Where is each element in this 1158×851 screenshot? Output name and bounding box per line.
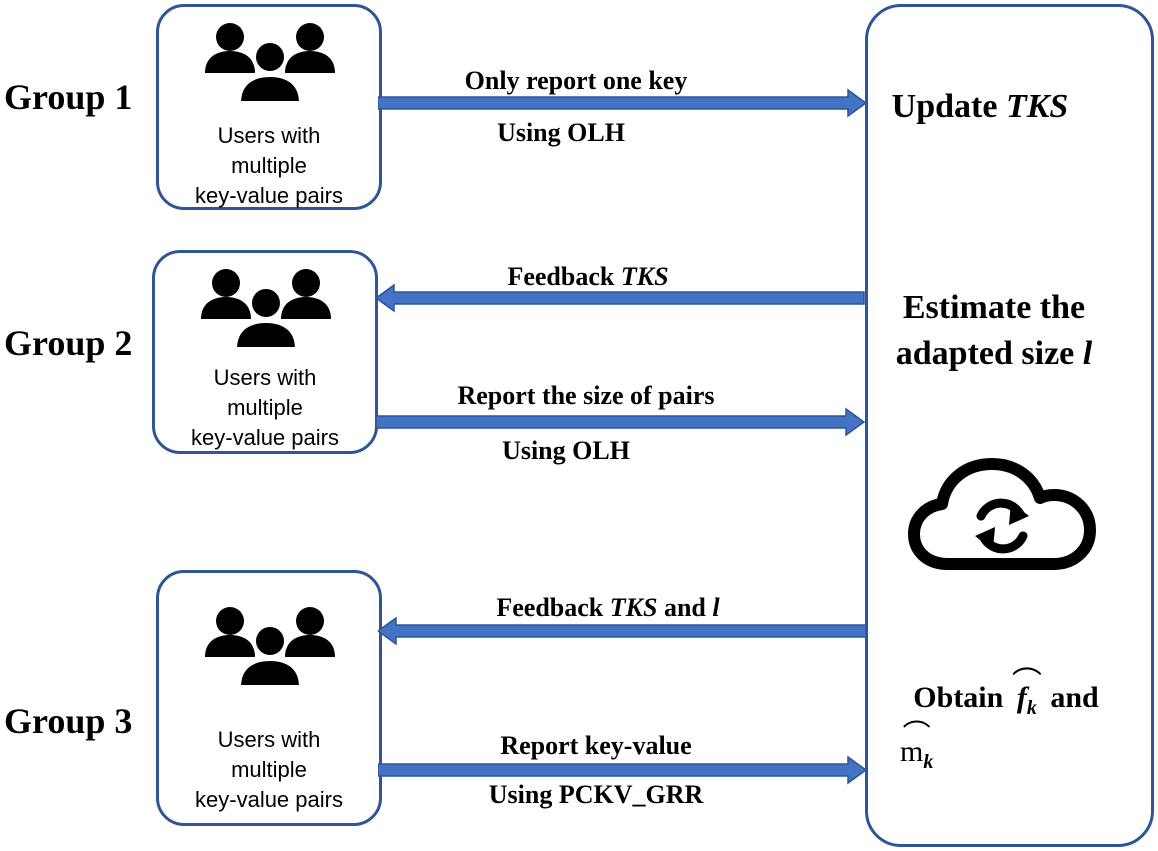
update-text: Update	[891, 88, 1006, 125]
and-text: and	[1042, 681, 1099, 714]
estimate-line: adapted size	[895, 335, 1083, 372]
arrow-label: Only report one key	[464, 66, 688, 95]
box-line: multiple	[227, 395, 303, 420]
arrow-label: Using OLH	[497, 118, 625, 147]
m-subscript: k	[923, 751, 934, 773]
box-line: multiple	[231, 153, 307, 178]
f-subscript: k	[1026, 697, 1037, 719]
group-2-label: Group 2	[4, 323, 133, 363]
arrow-label: Using PCKV_GRR	[488, 780, 704, 809]
arrow-label: Feedback TKS	[438, 262, 738, 292]
arrow-group-2-feedback	[376, 283, 865, 313]
box-line: Users with	[217, 727, 321, 752]
estimate-size-text: Estimate the adapted size l	[868, 285, 1120, 377]
box-line: multiple	[231, 757, 307, 782]
arrow-label-text: Feedback	[496, 593, 610, 622]
arrow-group-3-report	[378, 755, 868, 785]
m-hat-symbol: ⌒mk	[900, 720, 934, 773]
obtain-text: Obtain	[913, 681, 1011, 714]
update-tks-text: Update TKS	[868, 88, 1092, 126]
arrow-label: Feedback TKS and l	[438, 593, 778, 623]
arrow-label: Using OLH	[502, 436, 630, 465]
arrow-label-text: TKS	[620, 262, 669, 291]
box-line: Users with	[217, 123, 321, 148]
f-hat-symbol: ⌒fk	[1011, 667, 1042, 719]
server-box	[865, 4, 1154, 847]
arrow-label-text: and	[657, 593, 713, 622]
group-2-users-box: Users with multiple key-value pairs	[152, 250, 378, 454]
arrow-label-text: l	[712, 593, 720, 622]
users-icon	[205, 607, 335, 689]
group-1-users-box: Users with multiple key-value pairs	[156, 4, 382, 210]
users-icon	[205, 23, 335, 105]
arrow-label-text: TKS	[609, 593, 658, 622]
cloud-sync-icon	[908, 458, 1096, 570]
arrow-label: Report key-value	[500, 731, 692, 760]
estimate-l: l	[1082, 335, 1093, 372]
box-line: key-value pairs	[195, 787, 343, 812]
group-3-label: Group 3	[4, 701, 133, 741]
m-symbol: m	[900, 735, 924, 768]
arrow-group-3-feedback	[378, 616, 867, 646]
arrow-label-text: Feedback	[507, 262, 621, 291]
box-line: Users with	[213, 365, 317, 390]
box-line: key-value pairs	[195, 183, 343, 208]
group-1-label: Group 1	[4, 77, 133, 117]
arrow-label: Report the size of pairs	[457, 381, 715, 410]
obtain-estimates-text: Obtain ⌒fk and ⌒mk	[880, 667, 1132, 784]
update-tks: TKS	[1005, 88, 1069, 125]
box-line: key-value pairs	[191, 425, 339, 450]
users-icon	[201, 269, 331, 351]
group-3-users-box: Users with multiple key-value pairs	[156, 570, 382, 826]
f-symbol: f	[1016, 681, 1027, 714]
arrow-group-2-report	[376, 407, 866, 437]
estimate-line: Estimate the	[902, 289, 1086, 326]
arrow-group-1-report	[378, 88, 868, 118]
